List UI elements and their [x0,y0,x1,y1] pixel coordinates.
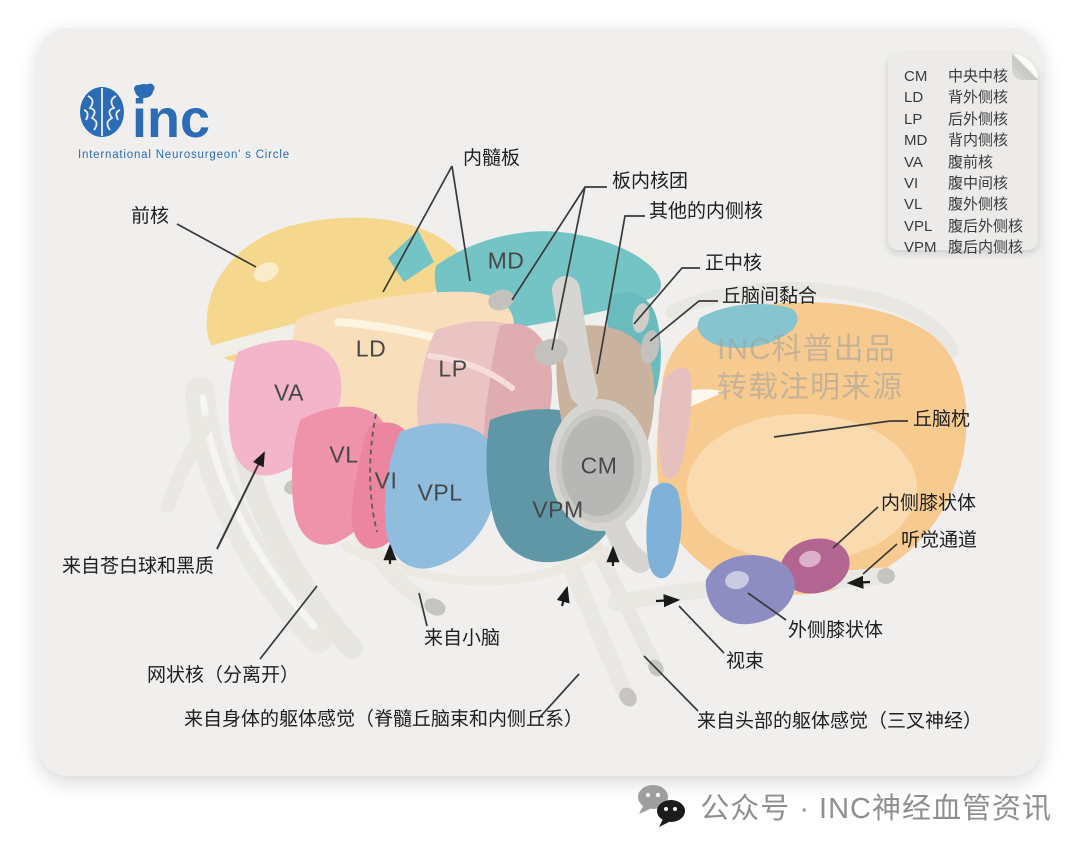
callout-midline-nucleus: 正中核 [705,253,763,274]
footer-label: 公众号 · INC神经血管资讯 [700,793,1052,825]
callout-medial-geniculate: 内侧膝状体 [881,493,977,514]
region-label-md: MD [487,247,525,274]
watermark: INC科普出品 转载注明来源 [717,331,903,407]
footer-bar: 公众号 · INC神经血管资讯 [0,781,1080,831]
callout-internal-medullary-lamina: 内髓板 [463,148,521,169]
region-label-vpm: VPM [532,496,584,523]
inc-logo: inc International Neurosurgeon' s Circle [78,80,290,161]
region-label-lp: LP [438,355,468,382]
region-label-va: VA [274,379,304,406]
callout-auditory-pathway: 听觉通道 [901,530,978,551]
callout-lateral-geniculate: 外侧膝状体 [788,620,884,641]
region-label-cm: CM [580,452,618,479]
brain-icon [80,83,155,137]
callout-from-pallidum-nigra: 来自苍白球和黑质 [62,556,215,577]
callout-optic-tract: 视束 [726,651,765,672]
watermark-line1: INC科普出品 [717,333,896,366]
watermark-line2: 转载注明来源 [717,371,903,404]
input-arrows [383,543,871,608]
callout-from-cerebellum: 来自小脑 [424,628,501,649]
callout-pulvinar: 丘脑枕 [913,409,971,430]
callout-anterior-nucleus: 前核 [131,206,170,227]
region-label-vpl: VPL [417,479,463,506]
region-label-ld: LD [355,335,387,362]
logo-text: inc [132,89,210,142]
callout-somatic-from-body: 来自身体的躯体感觉（脊髓丘脑束和内侧丘系） [184,709,584,730]
callout-reticular-nucleus: 网状核（分离开） [147,665,300,686]
callout-interthalamic-adhesion: 丘脑间黏合 [722,286,818,307]
logo-tagline: International Neurosurgeon' s Circle [78,149,290,161]
callout-intralaminar-nuclei: 板内核团 [612,171,689,192]
inc-logo-graphic: inc [80,83,210,149]
region-label-vl: VL [329,441,359,468]
leader-lines [176,165,908,718]
wechat-icon [638,785,686,827]
callout-somatic-from-head: 来自头部的躯体感觉（三叉神经） [697,711,983,732]
region-label-vi: VI [374,467,398,494]
callout-other-medial-nuclei: 其他的内侧核 [649,201,764,222]
thalamus-left-body [206,217,661,586]
